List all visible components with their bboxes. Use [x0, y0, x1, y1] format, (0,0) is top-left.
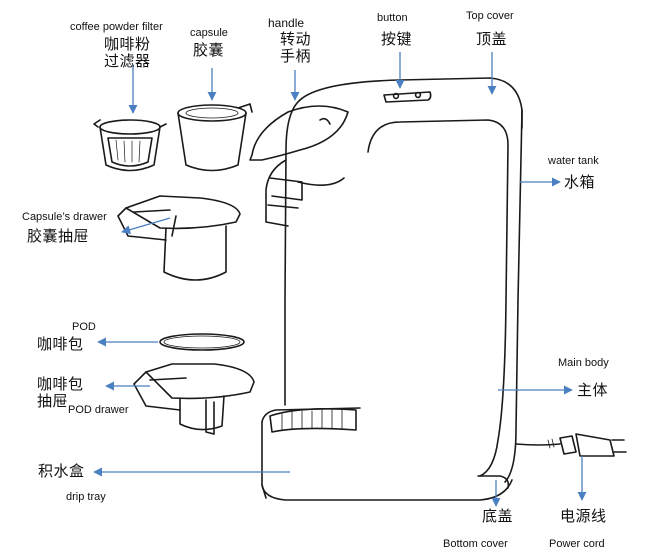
coffee-powder-filter-label-zh: 咖啡粉 过滤器: [104, 35, 151, 71]
power-cord-shape: [515, 433, 627, 457]
pod-drawer-label-en: POD drawer: [68, 404, 129, 416]
pod-drawer-zh-line2: 抽屉: [37, 392, 69, 411]
pod-label-zh: 咖啡包: [37, 335, 84, 353]
pod-drawer-zh-line1: 咖啡包: [37, 375, 84, 393]
water-tank-label-en: water tank: [548, 155, 599, 167]
coffee-powder-filter-label-en: coffee powder filter: [70, 21, 163, 33]
handle-label-en: handle: [268, 16, 305, 30]
top-cover-label-zh: 顶盖: [476, 30, 508, 48]
handle-zh-line1: 转动: [280, 30, 312, 48]
pod-shape: [159, 333, 245, 351]
main-body-label-en: Main body: [558, 357, 609, 369]
handle-zh-line2: 手柄: [280, 47, 312, 66]
pod-label-en: POD: [72, 321, 96, 333]
capsule-drawer-label-en: Capsule’s drawer: [22, 211, 107, 223]
capsule-label-en: capsule: [190, 27, 228, 39]
capsule-shape: [177, 103, 253, 172]
drip-tray-label-zh: 积水盒: [38, 462, 85, 480]
capsule-label-zh: 胶囊: [193, 41, 225, 59]
bottom-cover-label-en: Bottom cover: [443, 538, 508, 550]
pod-drawer-label-zh: 咖啡包 抽屉: [37, 375, 84, 411]
coffee-powder-filter-zh-line2: 过滤器: [104, 52, 151, 71]
power-cord-label-en: Power cord: [549, 538, 605, 550]
coffee-powder-filter-zh-line1: 咖啡粉: [104, 35, 151, 53]
capsule-drawer-arrow: [121, 217, 171, 235]
button-label-en: button: [377, 12, 408, 24]
button-label-zh: 按键: [381, 30, 413, 48]
top-cover-label-en: Top cover: [466, 10, 514, 22]
drip-tray-label-en: drip tray: [66, 491, 106, 503]
water-tank-label-zh: 水箱: [564, 173, 596, 191]
power-cord-label-zh: 电源线: [560, 507, 607, 525]
main-body-label-zh: 主体: [577, 381, 609, 399]
bottom-cover-label-zh: 底盖: [482, 507, 514, 525]
handle-label-zh: 转动 手柄: [280, 30, 312, 66]
main-body-shape: [249, 77, 523, 501]
capsule-drawer-shape: [117, 195, 241, 281]
coffee-powder-filter-shape: [93, 119, 167, 172]
pod-drawer-shape: [133, 363, 255, 435]
capsule-drawer-label-zh: 胶囊抽屉: [27, 227, 90, 245]
